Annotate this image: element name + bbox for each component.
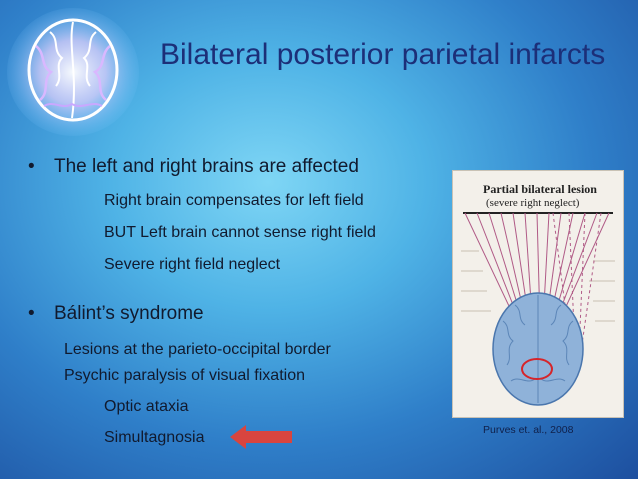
slide-title: Bilateral posterior parietal infarcts	[160, 38, 606, 71]
bullet-dot: •	[28, 156, 35, 177]
bullet-affected-text: The left and right brains are affected	[54, 156, 359, 177]
bullet-dot: •	[28, 303, 35, 324]
bullet-balint-text: Bálint’s syndrome	[54, 303, 204, 324]
line-lesions: Lesions at the parieto-occipital border	[64, 341, 331, 358]
lesion-figure: Partial bilateral lesion (severe right n…	[452, 170, 624, 418]
sub-bullet-optic-ataxia: Optic ataxia	[104, 398, 189, 415]
sub-bullet-left-brain: BUT Left brain cannot sense right field	[104, 224, 376, 241]
figure-subtitle: (severe right neglect)	[486, 197, 580, 209]
sub-bullet-neglect: Severe right field neglect	[104, 256, 281, 273]
left-arrow-icon	[230, 425, 292, 449]
sub-bullet-simultagnosia: Simultagnosia	[104, 429, 205, 446]
sub-bullet-compensates: Right brain compensates for left field	[104, 192, 364, 209]
bullet-balint: • Bálint’s syndrome	[28, 303, 204, 325]
figure-title: Partial bilateral lesion	[483, 182, 597, 196]
line-psychic-paralysis: Psychic paralysis of visual fixation	[64, 367, 305, 384]
bullet-affected: • The left and right brains are affected	[28, 156, 359, 178]
lesion-diagram	[461, 212, 615, 406]
figure-caption: Purves et. al., 2008	[483, 424, 574, 436]
glowing-brain-icon	[7, 8, 139, 136]
